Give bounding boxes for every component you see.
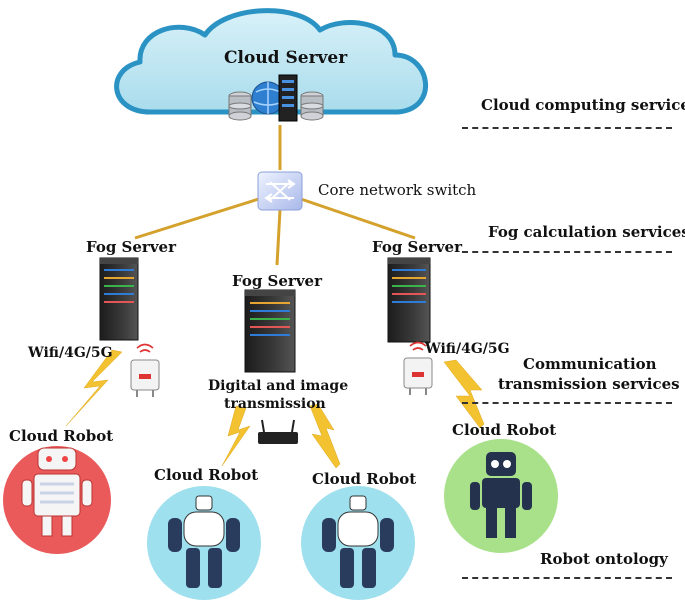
layer-divider (462, 402, 672, 404)
link-lines (134, 125, 416, 266)
robot-3-icon (301, 486, 415, 600)
robot-4-icon (444, 439, 558, 553)
cloud-server-label: Cloud Server (224, 48, 348, 68)
layer-divider (462, 127, 672, 129)
fog-server-3-label: Fog Server (372, 238, 462, 256)
database-icon (300, 91, 324, 121)
cloud-shape (114, 8, 428, 115)
fog-server-1-label: Fog Server (86, 238, 176, 256)
link-label-middle-1: Digital and image (208, 378, 349, 394)
network-hub-icon (258, 419, 298, 444)
database-icon (228, 91, 252, 121)
robot-4-label: Cloud Robot (452, 421, 557, 439)
core-switch-label: Core network switch (318, 181, 477, 199)
layer-cloud-computing: Cloud computing services (481, 96, 685, 114)
layer-fog-calculation: Fog calculation services (488, 223, 685, 241)
router-icon (130, 343, 160, 397)
robot-3-label: Cloud Robot (312, 470, 417, 488)
robot-1-label: Cloud Robot (9, 427, 114, 445)
lightning-icon (65, 349, 485, 469)
fog-server-2-icon (244, 289, 296, 373)
link-label-middle-2: transmission (224, 396, 326, 412)
rack-server-icon (278, 74, 298, 122)
layer-divider (462, 251, 672, 253)
layer-communication-2: transmission services (498, 375, 680, 393)
core-switch-icon (257, 171, 303, 211)
layer-divider (462, 577, 672, 579)
robot-2-icon (147, 486, 261, 600)
router-icon (403, 341, 433, 395)
robot-1-icon (3, 446, 111, 554)
fog-server-1-icon (99, 257, 139, 341)
fog-server-2-label: Fog Server (232, 272, 322, 290)
layer-robot-ontology: Robot ontology (540, 550, 668, 568)
link-label-left: Wifi/4G/5G (28, 345, 113, 361)
link-label-right: Wifi/4G/5G (425, 341, 510, 357)
layer-communication-1: Communication (523, 355, 657, 373)
fog-server-3-icon (387, 257, 431, 343)
robot-2-label: Cloud Robot (154, 466, 259, 484)
